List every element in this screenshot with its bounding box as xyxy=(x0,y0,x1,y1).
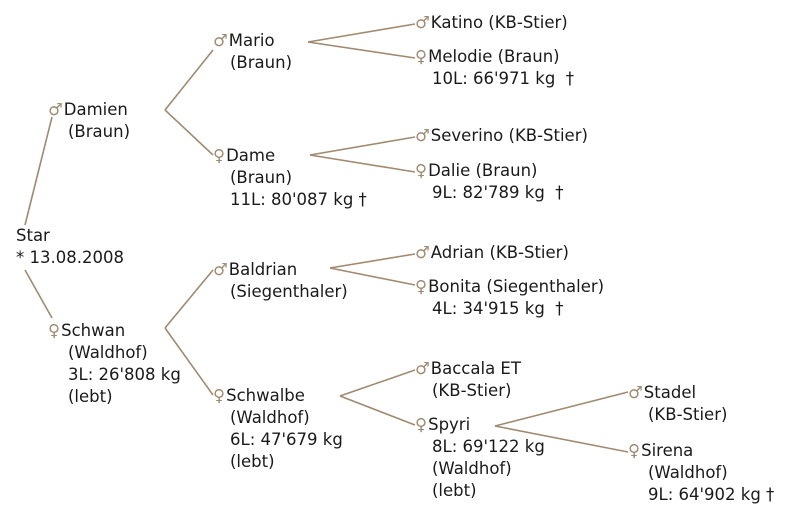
node-stadel-breed: (KB-Stier) xyxy=(648,405,728,424)
male-symbol-icon: ♂ xyxy=(213,260,228,279)
node-severino: ♂Severino (KB-Stier) xyxy=(415,125,588,147)
node-spyri-status: (lebt) xyxy=(432,481,477,500)
connector-schwan-schwalbe xyxy=(164,327,214,396)
node-baldrian: ♂Baldrian (Siegenthaler) xyxy=(213,259,348,303)
male-symbol-icon: ♂ xyxy=(213,31,228,50)
node-star-name: Star xyxy=(16,226,50,245)
node-melodie: ♀Melodie (Braun) 10L: 66'971 kg † xyxy=(415,46,574,90)
connector-star-damien xyxy=(24,116,53,226)
node-stadel-name: Stadel xyxy=(643,383,697,402)
node-adrian-name: Adrian (KB-Stier) xyxy=(430,243,569,262)
connector-star-schwan xyxy=(24,269,53,319)
node-mario-name: Mario xyxy=(228,31,275,50)
node-melodie-name: Melodie (Braun) xyxy=(428,47,560,66)
node-baccala: ♂Baccala ET (KB-Stier) xyxy=(415,358,521,402)
male-symbol-icon: ♂ xyxy=(48,100,63,119)
female-symbol-icon: ♀ xyxy=(415,47,428,66)
node-star: Star * 13.08.2008 xyxy=(16,225,124,269)
connector-schwalbe-baccala xyxy=(339,369,416,397)
node-schwalbe-yield: 6L: 47'679 kg xyxy=(230,430,343,449)
female-symbol-icon: ♀ xyxy=(213,146,226,165)
female-symbol-icon: ♀ xyxy=(415,161,428,180)
connector-spyri-sirena xyxy=(494,425,629,453)
node-bonita: ♀Bonita (Siegenthaler) 4L: 34'915 kg † xyxy=(415,276,604,320)
connector-dame-severino xyxy=(309,136,416,156)
node-katino-name: Katino (KB-Stier) xyxy=(430,13,568,32)
node-damien-name: Damien xyxy=(63,100,128,119)
node-schwalbe-status: (lebt) xyxy=(230,452,275,471)
node-spyri-breed: (Waldhof) xyxy=(432,459,512,478)
node-dame: ♀Dame (Braun) 11L: 80'087 kg † xyxy=(213,145,367,211)
node-schwalbe-breed: (Waldhof) xyxy=(230,408,310,427)
node-mario: ♂Mario (Braun) xyxy=(213,30,292,74)
node-damien-breed: (Braun) xyxy=(68,122,131,141)
connector-schwalbe-spyri xyxy=(339,395,416,426)
node-severino-name: Severino (KB-Stier) xyxy=(430,126,588,145)
node-baccala-breed: (KB-Stier) xyxy=(432,381,512,400)
node-bonita-yield: 4L: 34'915 kg † xyxy=(432,299,564,318)
node-spyri: ♀Spyri 8L: 69'122 kg (Waldhof) (lebt) xyxy=(415,414,545,502)
node-baldrian-name: Baldrian xyxy=(228,260,298,279)
connector-baldrian-adrian xyxy=(329,253,416,269)
female-symbol-icon: ♀ xyxy=(415,415,428,434)
node-schwan-yield: 3L: 26'808 kg xyxy=(68,365,181,384)
female-symbol-icon: ♀ xyxy=(415,277,428,296)
connector-damien-mario xyxy=(164,49,214,111)
node-sirena-breed: (Waldhof) xyxy=(648,463,728,482)
node-dalie-yield: 9L: 82'789 kg † xyxy=(432,183,564,202)
node-sirena-yield: 9L: 64'902 kg † xyxy=(648,485,775,504)
female-symbol-icon: ♀ xyxy=(628,441,641,460)
node-bonita-name: Bonita (Siegenthaler) xyxy=(428,277,605,296)
connector-mario-melodie xyxy=(307,41,416,59)
node-spyri-name: Spyri xyxy=(428,415,471,434)
node-spyri-yield: 8L: 69'122 kg xyxy=(432,437,545,456)
male-symbol-icon: ♂ xyxy=(415,13,430,32)
node-katino: ♂Katino (KB-Stier) xyxy=(415,12,568,34)
node-dame-yield: 11L: 80'087 kg † xyxy=(230,190,367,209)
male-symbol-icon: ♂ xyxy=(415,359,430,378)
female-symbol-icon: ♀ xyxy=(48,321,61,340)
node-schwan: ♀Schwan (Waldhof) 3L: 26'808 kg (lebt) xyxy=(48,320,181,408)
connector-dame-dalie xyxy=(309,154,416,173)
node-dame-breed: (Braun) xyxy=(230,168,293,187)
node-baldrian-breed: (Siegenthaler) xyxy=(230,282,348,301)
node-sirena-name: Sirena xyxy=(641,441,694,460)
male-symbol-icon: ♂ xyxy=(415,126,430,145)
node-dalie-name: Dalie (Braun) xyxy=(428,161,538,180)
node-dame-name: Dame xyxy=(226,146,276,165)
connector-baldrian-bonita xyxy=(329,267,416,286)
node-schwan-breed: (Waldhof) xyxy=(68,343,148,362)
connector-mario-katino xyxy=(307,23,416,43)
node-baccala-name: Baccala ET xyxy=(430,359,521,378)
node-star-birthdate: * 13.08.2008 xyxy=(16,248,124,267)
node-dalie: ♀Dalie (Braun) 9L: 82'789 kg † xyxy=(415,160,564,204)
connector-schwan-baldrian xyxy=(164,269,214,329)
node-sirena: ♀Sirena (Waldhof) 9L: 64'902 kg † xyxy=(628,440,774,506)
connector-damien-dame xyxy=(164,109,214,156)
male-symbol-icon: ♂ xyxy=(628,383,643,402)
female-symbol-icon: ♀ xyxy=(213,386,226,405)
node-damien: ♂Damien (Braun) xyxy=(48,99,130,143)
node-stadel: ♂Stadel (KB-Stier) xyxy=(628,382,727,426)
node-schwalbe-name: Schwalbe xyxy=(226,386,305,405)
node-schwalbe: ♀Schwalbe (Waldhof) 6L: 47'679 kg (lebt) xyxy=(213,385,343,473)
connector-spyri-stadel xyxy=(494,391,629,427)
node-adrian: ♂Adrian (KB-Stier) xyxy=(415,242,569,264)
node-schwan-name: Schwan xyxy=(61,321,126,340)
node-schwan-status: (lebt) xyxy=(68,387,113,406)
node-mario-breed: (Braun) xyxy=(230,53,293,72)
node-melodie-yield: 10L: 66'971 kg † xyxy=(432,69,575,88)
male-symbol-icon: ♂ xyxy=(415,243,430,262)
